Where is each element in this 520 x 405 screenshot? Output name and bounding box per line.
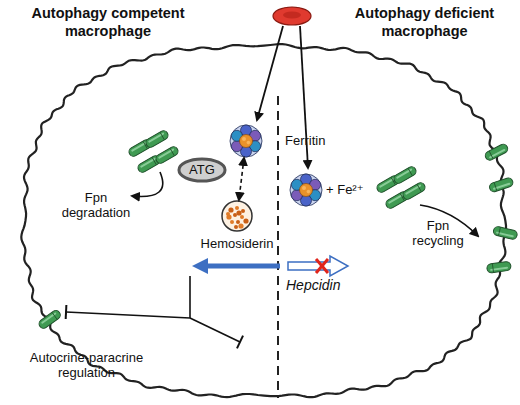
connector-arrow (239, 158, 244, 200)
ferroportin (493, 226, 518, 240)
divider-line (277, 96, 279, 398)
ferroportin (488, 177, 514, 193)
inhibition-lines (66, 276, 243, 348)
iron-deposit (228, 207, 233, 212)
panel-title: Autophagy competent macrophage (18, 4, 198, 40)
node-outline (221, 200, 253, 232)
atg-ellipse: ATG (178, 158, 226, 182)
iron-deposit (233, 213, 237, 217)
ferroportin-cluster (127, 129, 179, 174)
inhibition-bar (65, 305, 68, 319)
red-cross (316, 259, 328, 273)
ferroportin (37, 309, 62, 330)
iron-deposit (234, 225, 238, 229)
iron-deposit (230, 220, 234, 224)
iron-deposit (241, 209, 245, 213)
ferroportin-cluster (375, 165, 426, 210)
iron-deposit (243, 218, 248, 223)
ferritin-shape (230, 125, 262, 157)
membrane-ferroportin (37, 143, 518, 330)
regulation-line (189, 276, 191, 318)
atg-shape (179, 159, 225, 181)
process-note: Fpn degradation (56, 190, 136, 220)
process-note: Fpn recycling (402, 218, 474, 248)
node-outline (229, 124, 263, 158)
iron-deposit (240, 215, 244, 219)
node-label: Ferritin (285, 133, 325, 148)
iron-note: + Fe²⁺ (326, 182, 364, 197)
ferroportin (484, 143, 509, 162)
iron-deposit (226, 212, 230, 216)
hepcidin-arrow (198, 264, 280, 269)
phagocytosis-arrow (257, 26, 283, 120)
panel-title: Autophagy deficient macrophage (332, 4, 517, 40)
hemosiderin-shape (222, 201, 252, 231)
iron-deposit (236, 220, 240, 224)
inhibition-bar (237, 336, 243, 349)
red-blood-cell-center (283, 12, 301, 19)
iron-deposit (235, 206, 239, 210)
degradation-arrow (132, 172, 163, 197)
hepcidin-hollow-arrow (288, 256, 348, 276)
ferroportin (486, 261, 511, 273)
iron-deposit (238, 223, 243, 228)
ferritin-particle: Ferritin (229, 124, 263, 158)
iron-deposit (236, 210, 241, 215)
node-label: Hemosiderin (201, 236, 274, 251)
node-label: ATG (178, 162, 226, 177)
inhibition-line (66, 312, 190, 318)
hemosiderin-granule: Hemosiderin (221, 200, 253, 232)
regulation-note: Autocrine-paracrine regulation (4, 350, 169, 380)
ferritin-ball (290, 174, 322, 206)
red-blood-cell (273, 7, 311, 25)
inhibition-line (190, 318, 240, 342)
gene-name: Hepcidin (286, 278, 340, 293)
